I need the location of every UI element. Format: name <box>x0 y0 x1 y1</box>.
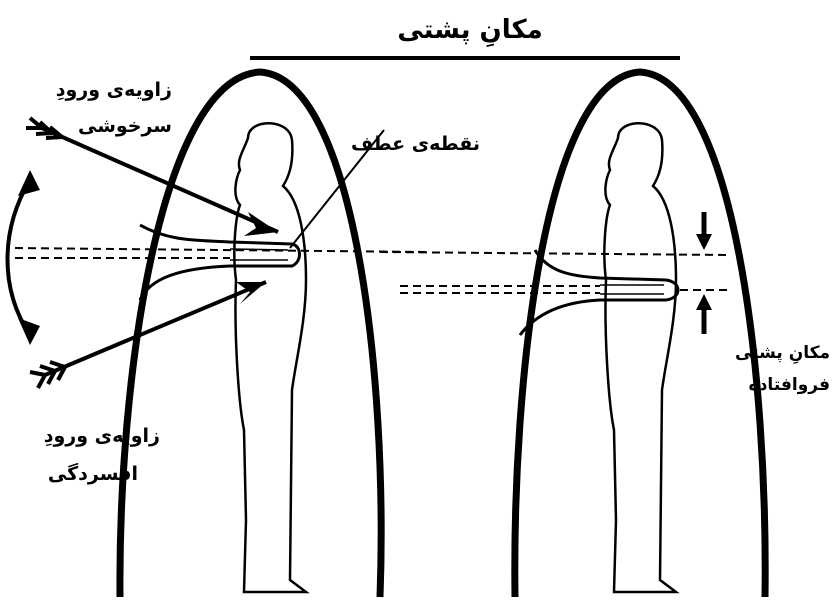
right-human-silhouette <box>604 123 676 592</box>
lower-entry-arrow-icon <box>30 282 266 388</box>
left-figure-group: زاويەى ورودِ سرخوشى نقطەى عطف زاويەى ورو… <box>8 72 481 597</box>
drop-down-arrow-icon <box>696 212 712 250</box>
right-capsule <box>515 72 765 597</box>
drop-up-arrow-icon <box>696 294 712 334</box>
right-label-line1: مكانِ پشتى <box>735 343 830 365</box>
left-mood-band <box>140 225 300 300</box>
lower-angle-label-line1: زاويەى ورودِ <box>44 425 160 447</box>
upper-angle-label-line1: زاويەى ورودِ <box>56 79 172 101</box>
lower-angle-label-line2: افسردگى <box>48 462 138 485</box>
left-dashed-line <box>15 248 430 252</box>
left-human-silhouette <box>234 123 306 592</box>
right-label-line2: فروافتاده <box>749 375 830 395</box>
right-band-inner <box>600 285 664 294</box>
upper-angle-label-line2: سرخوشى <box>78 115 172 137</box>
diagram-title: مكانِ پشتى <box>397 15 542 48</box>
bend-point-label: نقطەى عطف <box>351 133 480 155</box>
left-capsule <box>120 72 381 597</box>
